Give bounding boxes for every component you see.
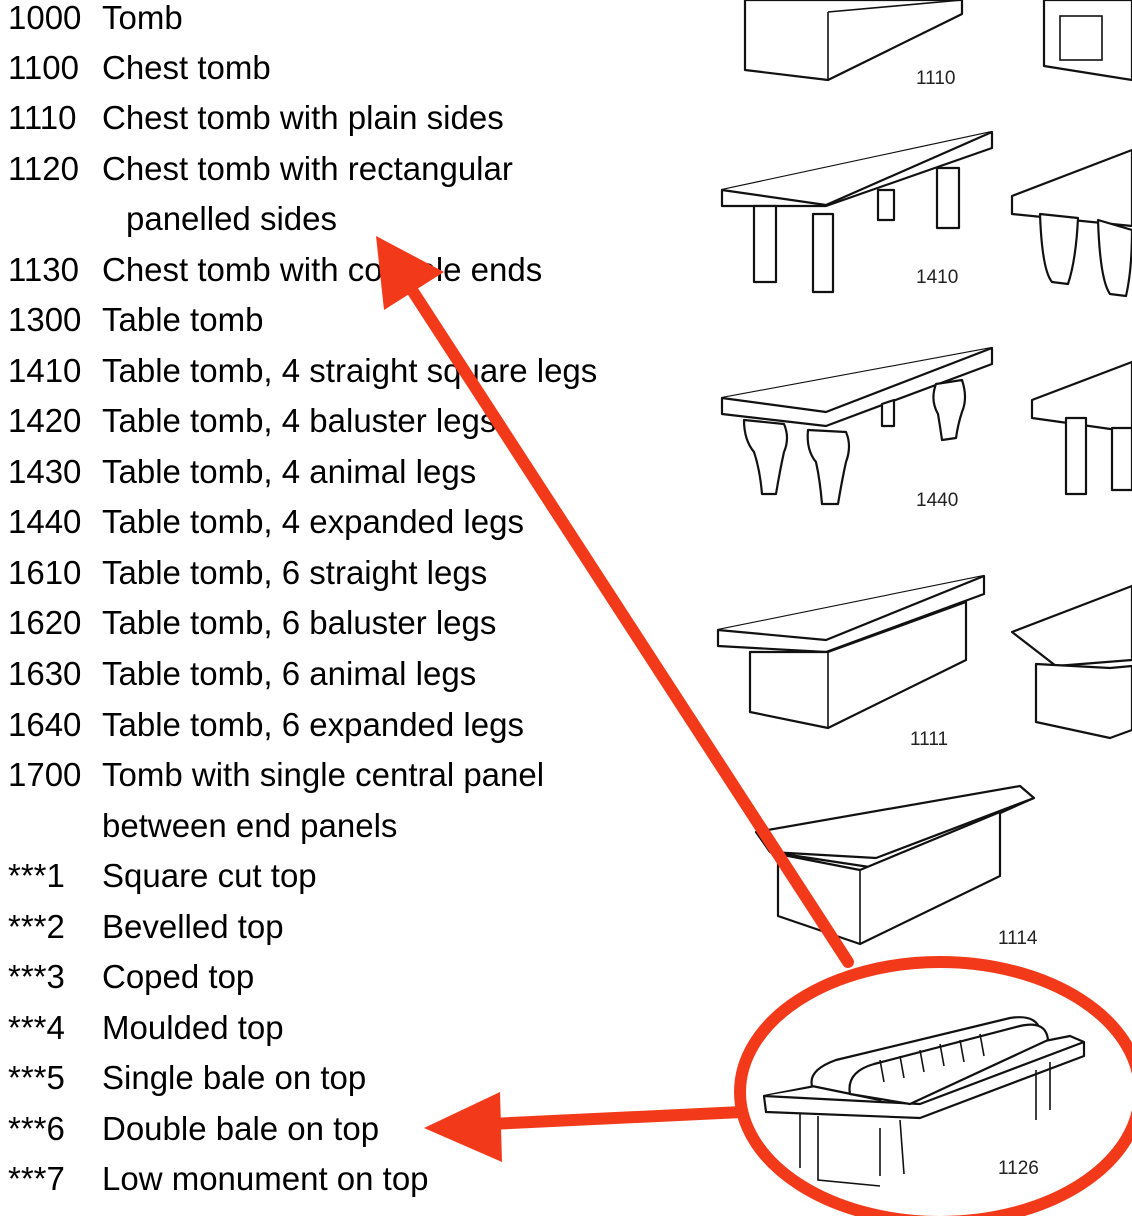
figure-label: 1410 <box>916 267 958 288</box>
annotation-circle <box>734 956 1132 1216</box>
tomb-drawing-partial <box>1010 584 1132 740</box>
tomb-drawing-partial <box>1042 0 1132 82</box>
list-item-continuation: panelled sides <box>126 200 337 237</box>
figure-label: 1110 <box>916 68 955 89</box>
list-item-continuation: between end panels <box>102 807 398 844</box>
figure-label: 1126 <box>998 1158 1039 1179</box>
tomb-drawing-partial <box>1010 148 1132 298</box>
annotation-arrow-left <box>424 1092 748 1162</box>
tomb-drawing-1126: 1126 <box>762 1016 1086 1187</box>
annotation-arrow-up <box>376 236 854 968</box>
figure-label: 1440 <box>916 490 958 511</box>
figure-label: 1111 <box>910 729 948 750</box>
tomb-drawing-1114: 1114 <box>754 784 1038 949</box>
tomb-drawing-1440: 1440 <box>720 346 994 511</box>
tomb-drawing-1111: 1111 <box>716 574 986 750</box>
tomb-drawing-1110: 1110 <box>743 0 964 89</box>
tomb-drawing-1410: 1410 <box>720 130 994 294</box>
figure-label: 1114 <box>998 928 1038 949</box>
tomb-drawing-partial <box>1030 360 1132 496</box>
